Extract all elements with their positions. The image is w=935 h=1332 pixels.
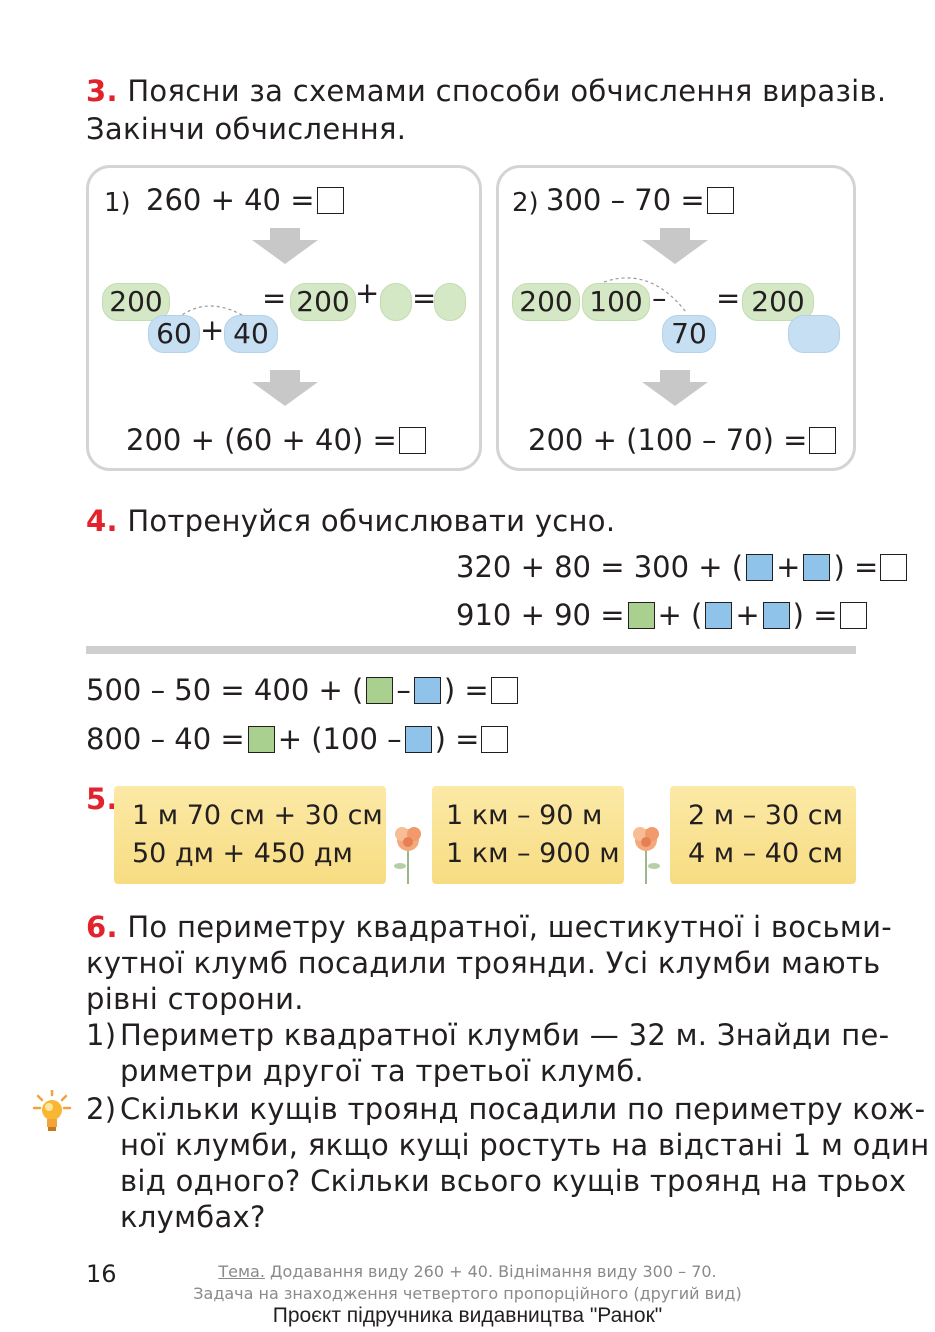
blue-box[interactable]: [746, 554, 774, 581]
footer-theme-line2: Задача на знаходження четвертого пропорц…: [193, 1284, 742, 1303]
task6-line3: рівні сторони.: [86, 982, 304, 1016]
subtask1-line2: риметри другої та третьої клумб.: [120, 1054, 645, 1088]
blue-box[interactable]: [413, 677, 441, 704]
task4-text: Потренуйся обчислювати усно.: [127, 504, 616, 538]
arrow-down-icon: [642, 228, 708, 264]
banner2-line2: 1 км – 900 м: [446, 838, 620, 869]
panel2-label: 2): [512, 188, 539, 218]
empty-blue-pill[interactable]: [788, 315, 840, 353]
panel1-bottom-expression: 200 + (60 + 40) =: [126, 423, 426, 457]
divider: [86, 646, 856, 654]
arrow-down-icon: [252, 228, 318, 264]
equals-sign: =: [412, 281, 437, 315]
panel2-expression: 300 – 70 =: [546, 183, 734, 217]
flower-icon: [394, 827, 421, 884]
banner-2: [432, 786, 624, 884]
task6-line1: 6. По периметру квадратної, шестикутної …: [86, 910, 892, 944]
pill-100: 100: [582, 283, 650, 321]
subtask2-line4: клумбах?: [120, 1200, 266, 1234]
pill-60: 60: [148, 315, 200, 353]
banner-3: [670, 786, 856, 884]
task6-line2: кутної клумб посадили троянди. Усі клумб…: [86, 946, 881, 980]
banner2-line1: 1 км – 90 м: [446, 800, 603, 831]
lightbulb-icon: [32, 1090, 72, 1131]
panel1-label: 1): [104, 188, 131, 218]
task3-number: 3.: [86, 74, 118, 108]
blue-box[interactable]: [705, 602, 733, 629]
pill-200-b: 200: [290, 283, 356, 321]
split-arc: [603, 277, 687, 313]
task4-line4: 800 – 40 =+ (100 –) =: [86, 722, 509, 756]
blue-box[interactable]: [404, 726, 432, 753]
pill-200-a: 200: [512, 283, 580, 321]
banner3-line1: 2 м – 30 см: [688, 800, 843, 831]
plus-sign: +: [200, 313, 225, 347]
footer-theme: Тема. Додавання виду 260 + 40. Відніманн…: [218, 1262, 717, 1281]
subtask2-line2: ної клумби, якщо кущі ростуть на відстан…: [120, 1128, 930, 1162]
blue-box[interactable]: [803, 554, 831, 581]
empty-green-pill[interactable]: [434, 283, 466, 321]
subtask2-line3: від одного? Скільки всього кущів троянд …: [120, 1164, 907, 1198]
answer-box[interactable]: [316, 187, 344, 214]
page-number: 16: [86, 1260, 117, 1288]
green-box[interactable]: [247, 726, 275, 753]
task4-line3: 500 – 50 = 400 + (–) =: [86, 673, 518, 707]
pill-40: 40: [224, 315, 278, 353]
task4-heading: 4. Потренуйся обчислювати усно.: [86, 504, 615, 538]
pill-70: 70: [662, 315, 716, 353]
equals-sign: =: [262, 281, 287, 315]
banner-1: [114, 786, 386, 884]
panel2-bottom-expression: 200 + (100 – 70) =: [528, 423, 837, 457]
subtask2-label: 2): [86, 1092, 117, 1126]
answer-box[interactable]: [809, 427, 837, 454]
task4-line1: 320 + 80 = 300 + (+) =: [456, 550, 908, 584]
task6-number: 6.: [86, 910, 118, 944]
pill-200-b: 200: [742, 283, 814, 321]
footer-project: Проєкт підручника видавництва "Ранок": [272, 1304, 663, 1327]
answer-box[interactable]: [880, 554, 908, 581]
equals-sign: =: [716, 281, 741, 315]
subtask1-label: 1): [86, 1018, 117, 1052]
subtask1-line1: Периметр квадратної клумби — 32 м. Знайд…: [120, 1018, 890, 1052]
banner1-line2: 50 дм + 450 дм: [132, 838, 353, 869]
green-box[interactable]: [366, 677, 394, 704]
answer-box[interactable]: [490, 677, 518, 704]
arrow-down-icon: [252, 370, 318, 406]
empty-green-pill[interactable]: [380, 283, 412, 321]
subtask2-line1: Скільки кущів троянд посадили по перимет…: [120, 1092, 926, 1126]
arrow-down-icon: [642, 370, 708, 406]
task5-number: 5.: [86, 782, 118, 816]
task3-text: Поясни за схемами способи обчислення вир…: [127, 74, 887, 108]
minus-sign: –: [652, 281, 667, 315]
banner3-line2: 4 м – 40 см: [688, 838, 843, 869]
task4-line2: 910 + 90 =+ (+) =: [456, 598, 867, 632]
panel1-expression: 260 + 40 =: [146, 183, 344, 217]
plus-sign: +: [355, 276, 380, 310]
task3-text-line2: Закінчи обчислення.: [86, 112, 407, 146]
flower-icon: [633, 827, 660, 884]
answer-box[interactable]: [481, 726, 509, 753]
task4-number: 4.: [86, 504, 118, 538]
answer-box[interactable]: [398, 427, 426, 454]
green-box[interactable]: [627, 602, 655, 629]
answer-box[interactable]: [839, 602, 867, 629]
blue-box[interactable]: [762, 602, 790, 629]
banner1-line1: 1 м 70 см + 30 см: [132, 800, 383, 831]
answer-box[interactable]: [706, 187, 734, 214]
pill-200-a: 200: [102, 283, 170, 321]
task3-heading: 3. Поясни за схемами способи обчислення …: [86, 74, 886, 108]
